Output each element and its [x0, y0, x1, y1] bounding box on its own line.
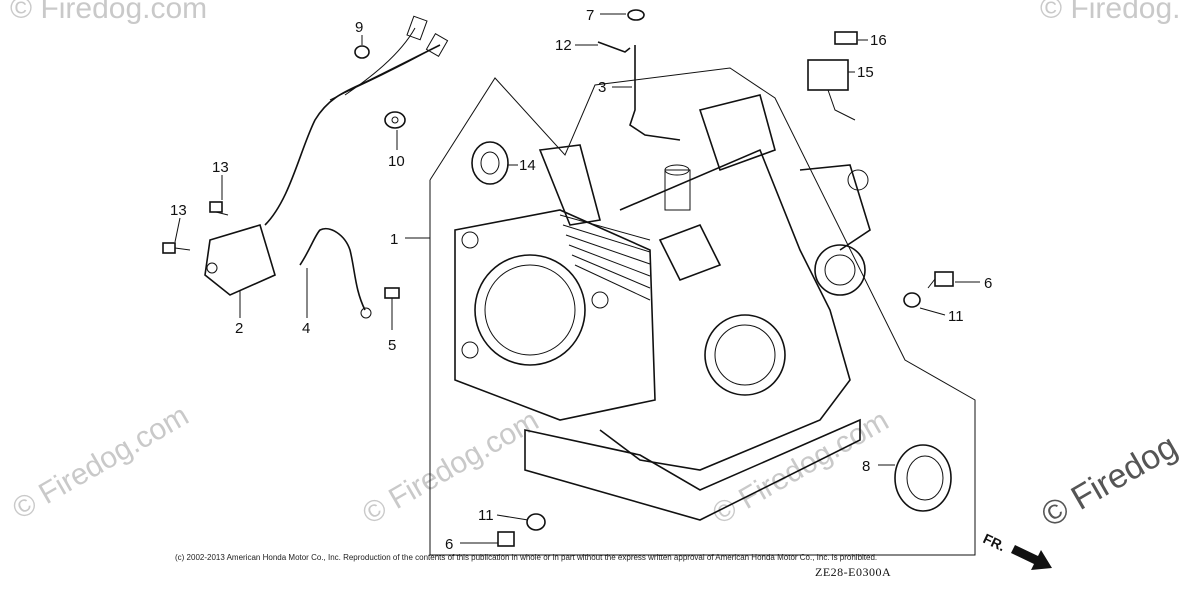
callout-8: 8 — [862, 458, 870, 475]
sensor-16 — [834, 31, 858, 45]
callout-3: 3 — [598, 79, 606, 96]
callout-14: 14 — [519, 157, 536, 174]
washer-7 — [627, 9, 645, 21]
callout-6-bottom: 6 — [445, 536, 453, 553]
grommet-9 — [354, 45, 370, 59]
breather-tube-3 — [629, 45, 681, 141]
copyright-notice: (c) 2002-2013 American Honda Motor Co., … — [175, 553, 878, 562]
bolt-5 — [384, 287, 400, 330]
callout-7: 7 — [586, 7, 594, 24]
clip-12 — [597, 41, 631, 53]
ignition-coil — [204, 15, 449, 296]
callout-15: 15 — [857, 64, 874, 81]
watermark-bottom-left: © Firedog.com — [7, 399, 194, 526]
bolt-6-bottom — [497, 531, 515, 547]
watermark-bottom-center: © Firedog.com — [357, 404, 544, 531]
bolt-6-right — [927, 271, 954, 289]
callout-10: 10 — [388, 153, 405, 170]
front-arrow-icon — [1011, 545, 1052, 570]
watermark-top-left: © Firedog.com — [10, 0, 207, 25]
callout-11-right: 11 — [948, 308, 964, 325]
callout-16: 16 — [870, 32, 887, 49]
ground-wire-terminal — [360, 307, 372, 319]
cylinder-barrel — [454, 94, 871, 521]
assembly-boundary-line — [429, 67, 976, 556]
callout-13-lower: 13 — [170, 202, 187, 219]
callout-1: 1 — [390, 231, 398, 248]
oil-seal-8 — [894, 444, 952, 512]
oil-seal-14 — [471, 141, 509, 185]
bolt-13b — [162, 242, 191, 254]
watermark-top-right: © Firedog.com — [1040, 0, 1180, 25]
callout-9: 9 — [355, 19, 363, 36]
nut-10 — [384, 111, 406, 129]
watermark-large: © Firedog.co — [1035, 404, 1180, 534]
washer-11-bottom — [526, 513, 546, 531]
callout-13-upper: 13 — [212, 159, 229, 176]
callout-11-bottom: 11 — [478, 507, 494, 524]
callout-4: 4 — [302, 320, 310, 337]
washer-11-right — [903, 292, 921, 308]
front-direction-label: FR. — [981, 530, 1008, 554]
drawing-code: ZE28-E0300A — [815, 565, 892, 579]
callout-12: 12 — [555, 37, 572, 54]
bolt-13a — [209, 201, 229, 216]
callout-6-right: 6 — [984, 275, 992, 292]
callout-5: 5 — [388, 337, 396, 354]
ground-wire — [299, 228, 366, 311]
front-direction-indicator: FR. — [981, 530, 1052, 570]
callout-2: 2 — [235, 320, 243, 337]
oil-alert-unit-15 — [807, 59, 856, 121]
